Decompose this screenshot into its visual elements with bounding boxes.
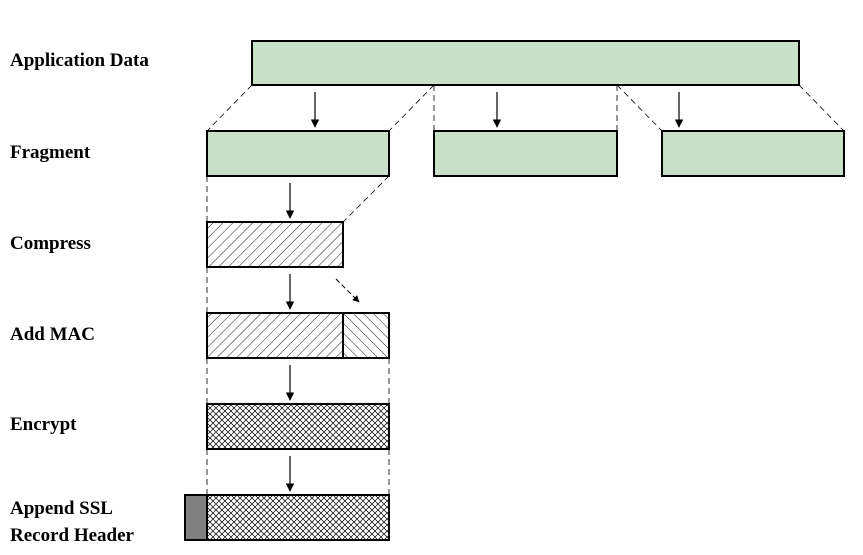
label-fragment: Fragment (10, 142, 91, 163)
column-guide-lines (206, 175, 390, 495)
label-record-header: Record Header (10, 525, 135, 546)
label-encrypt: Encrypt (10, 414, 77, 435)
label-compress: Compress (10, 233, 91, 254)
application-data-block (251, 40, 800, 86)
encrypted-payload-block (206, 494, 390, 541)
label-add-mac: Add MAC (10, 324, 95, 345)
fragment-block-2 (433, 130, 618, 177)
encrypted-block (206, 403, 390, 450)
fragment-block-3 (661, 130, 845, 177)
mac-block (342, 312, 390, 359)
label-application-data: Application Data (10, 50, 149, 71)
fragment-block-1 (206, 130, 390, 177)
compressed-block (206, 221, 344, 268)
mac-data-block (206, 312, 344, 359)
fragment-arrows (310, 92, 684, 128)
fragment-split-lines (206, 84, 845, 132)
ssl-record-header-block (184, 494, 208, 541)
label-append-ssl: Append SSL (10, 498, 113, 519)
mac-arrow (335, 278, 360, 303)
